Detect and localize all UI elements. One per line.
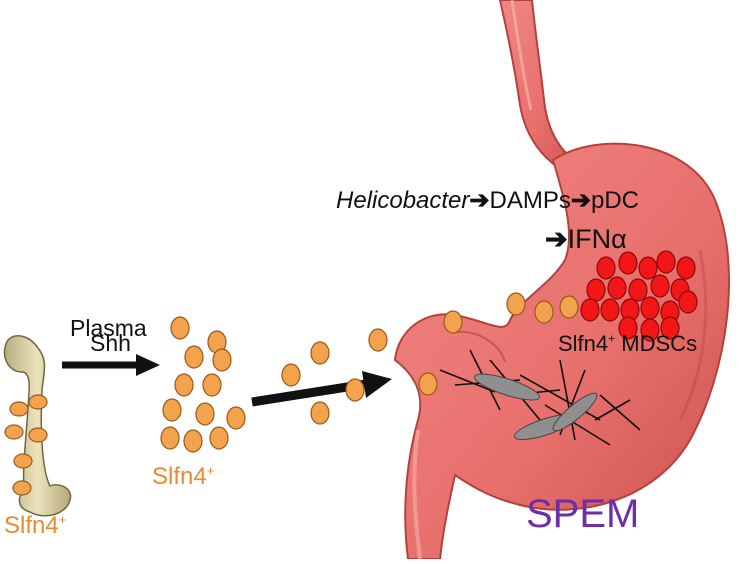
cell-icon: [12, 480, 32, 496]
shh-label: Shh: [90, 330, 131, 356]
cell-icon: [618, 251, 638, 275]
cell-icon: [650, 274, 670, 298]
bone-marrow-cells: [4, 394, 48, 496]
cell-icon: [4, 424, 24, 440]
cell-icon: [638, 256, 658, 280]
cell-icon: [184, 345, 204, 369]
cell-icon: [170, 316, 190, 340]
mdsc-label: Slfn4+ MDSCs: [558, 331, 698, 356]
cell-icon: [580, 298, 600, 322]
cell-icon: [28, 427, 48, 443]
cell-icon: [212, 348, 232, 372]
cell-icon: [28, 394, 48, 410]
cell-icon: [534, 300, 554, 324]
cell-icon: [281, 363, 301, 387]
cell-icon: [368, 328, 388, 352]
cell-icon: [183, 429, 203, 453]
plasma-slfn4-cells: [160, 316, 246, 453]
cell-icon: [202, 373, 222, 397]
cell-icon: [676, 256, 696, 280]
cell-icon: [656, 250, 676, 274]
cell-icon: [209, 426, 229, 450]
cell-icon: [600, 298, 620, 322]
cell-icon: [618, 316, 638, 340]
circulating-cells: [281, 292, 579, 425]
cell-icon: [586, 278, 606, 302]
slfn4-plasma-label: Slfn4+: [152, 463, 215, 490]
helicobacter-pathway-label: Helicobacter➔DAMPs➔pDC: [336, 187, 639, 214]
arrow-icon: [251, 371, 392, 407]
cell-icon: [195, 402, 215, 426]
cell-icon: [559, 295, 579, 319]
cell-icon: [13, 453, 33, 469]
cell-icon: [310, 401, 330, 425]
cell-icon: [310, 341, 330, 365]
cell-icon: [160, 426, 180, 450]
cell-icon: [660, 316, 680, 340]
cell-icon: [506, 292, 526, 316]
cell-icon: [162, 398, 182, 422]
cell-icon: [607, 276, 627, 300]
cell-icon: [640, 296, 660, 320]
spem-label: SPEM: [526, 492, 640, 536]
arrow-icon: [62, 354, 160, 376]
mdsc-cluster: [580, 250, 698, 342]
ifn-label: ➔IFNα: [545, 224, 627, 254]
femur-bone-icon: [3, 335, 72, 517]
cell-icon: [443, 310, 463, 334]
cell-icon: [418, 372, 438, 396]
cell-icon: [345, 378, 365, 402]
slfn4-bone-label: Slfn4+: [4, 512, 67, 539]
cell-icon: [174, 373, 194, 397]
cell-icon: [640, 318, 660, 342]
cell-icon: [628, 278, 648, 302]
cell-icon: [596, 256, 616, 280]
plasma-label: Plasma: [70, 315, 147, 341]
cell-icon: [226, 406, 246, 430]
cell-icon: [678, 290, 698, 314]
cell-icon: [9, 401, 29, 417]
spem-lesion-icon: [439, 349, 641, 446]
